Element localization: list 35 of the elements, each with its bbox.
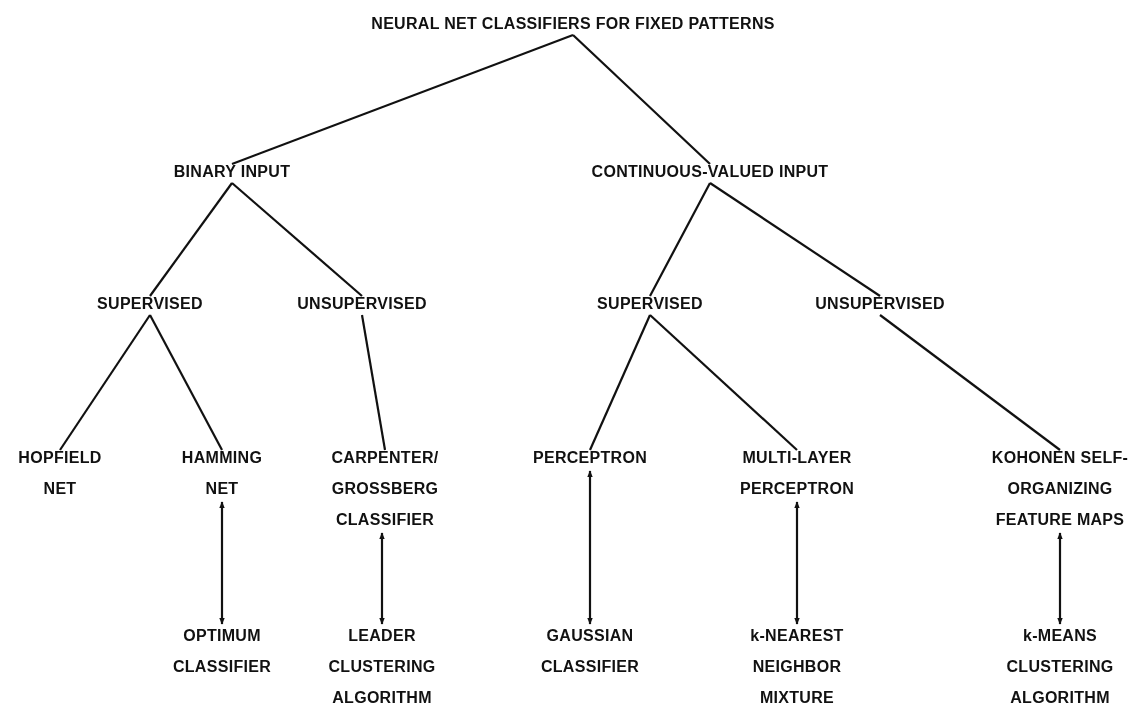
node-label: BINARY INPUT xyxy=(142,156,322,187)
double-arrow xyxy=(1057,532,1063,625)
connector-line xyxy=(709,182,881,297)
node-label: OPTIMUM CLASSIFIER xyxy=(157,620,287,682)
node-label: KOHONEN SELF-ORGANIZING FEATURE MAPS xyxy=(980,442,1140,535)
connector-line xyxy=(149,182,233,297)
node-label: CARPENTER/ GROSSBERG CLASSIFIER xyxy=(302,442,468,535)
connector-line xyxy=(149,314,223,451)
node-label: k-NEAREST NEIGHBOR MIXTURE xyxy=(737,620,857,713)
double-arrow xyxy=(587,470,593,625)
node-label: NEURAL NET CLASSIFIERS FOR FIXED PATTERNS xyxy=(293,8,853,39)
connector-line xyxy=(59,314,151,451)
node-label: SUPERVISED xyxy=(70,288,230,319)
connector-line xyxy=(572,34,711,165)
node-label: UNSUPERVISED xyxy=(790,288,970,319)
node-label: SUPERVISED xyxy=(570,288,730,319)
node-label: PERCEPTRON xyxy=(515,442,665,473)
connector-line xyxy=(589,314,651,451)
connector-line xyxy=(231,33,574,166)
node-label: HOPFIELD NET xyxy=(7,442,113,504)
node-label: LEADER CLUSTERING ALGORITHM xyxy=(317,620,447,713)
node-label: k-MEANS CLUSTERING ALGORITHM xyxy=(995,620,1125,713)
connector-line xyxy=(231,182,363,297)
connector-line xyxy=(360,314,387,451)
node-label: GAUSSIAN CLASSIFIER xyxy=(525,620,655,682)
node-label: MULTI-LAYER PERCEPTRON xyxy=(722,442,872,504)
node-label: CONTINUOUS-VALUED INPUT xyxy=(550,156,870,187)
connector-line xyxy=(649,314,798,451)
connector-line xyxy=(649,182,711,297)
double-arrow xyxy=(219,501,225,625)
node-label: HAMMING NET xyxy=(169,442,275,504)
double-arrow xyxy=(379,532,385,625)
connector-line xyxy=(879,314,1061,451)
node-label: UNSUPERVISED xyxy=(272,288,452,319)
double-arrow xyxy=(794,501,800,625)
